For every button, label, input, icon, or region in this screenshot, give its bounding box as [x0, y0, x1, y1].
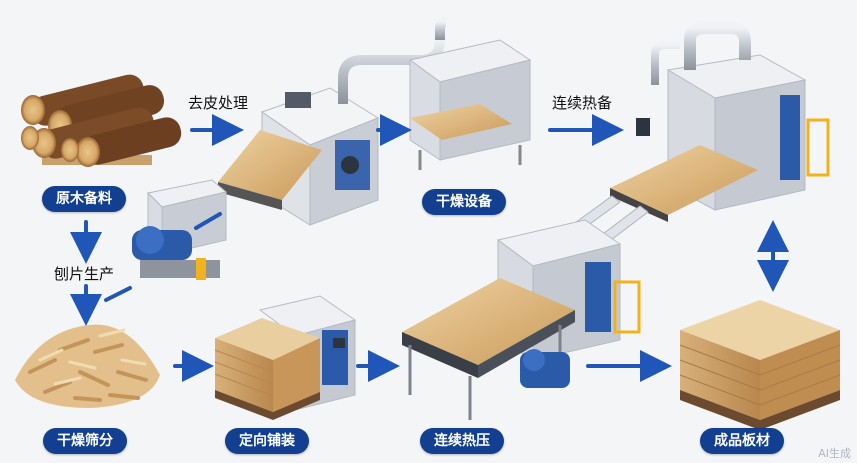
label-continuous-press: 连续热压	[420, 428, 504, 454]
label-dry-screen: 干燥筛分	[43, 428, 127, 454]
dryer-illustration	[408, 17, 532, 170]
preheat-machine-illustration	[610, 22, 830, 222]
label-raw-wood: 原木备料	[42, 186, 126, 212]
debarking-machine-illustration	[218, 39, 445, 226]
label-flake-production: 刨片生产	[54, 265, 115, 283]
arrow-dashed-to-machine	[104, 286, 132, 302]
flaking-machine-illustration	[132, 179, 228, 280]
label-oriented-forming: 定向铺装	[225, 428, 309, 454]
label-debark: 去皮处理	[188, 94, 249, 112]
label-dry-equipment: 干燥设备	[422, 189, 506, 215]
label-continuous-preheat: 连续热备	[552, 94, 613, 112]
arrow-dashed-to-debark	[194, 212, 222, 230]
wood-chips-illustration	[15, 324, 160, 408]
flow-arrows	[70, 114, 789, 382]
watermark: AI生成	[818, 447, 851, 460]
forming-station-illustration	[214, 295, 357, 420]
log-pile-illustration	[21, 74, 182, 167]
label-finished-board: 成品板材	[700, 428, 784, 454]
finished-boards-illustration	[679, 300, 841, 430]
continuous-press-illustration	[402, 219, 641, 420]
